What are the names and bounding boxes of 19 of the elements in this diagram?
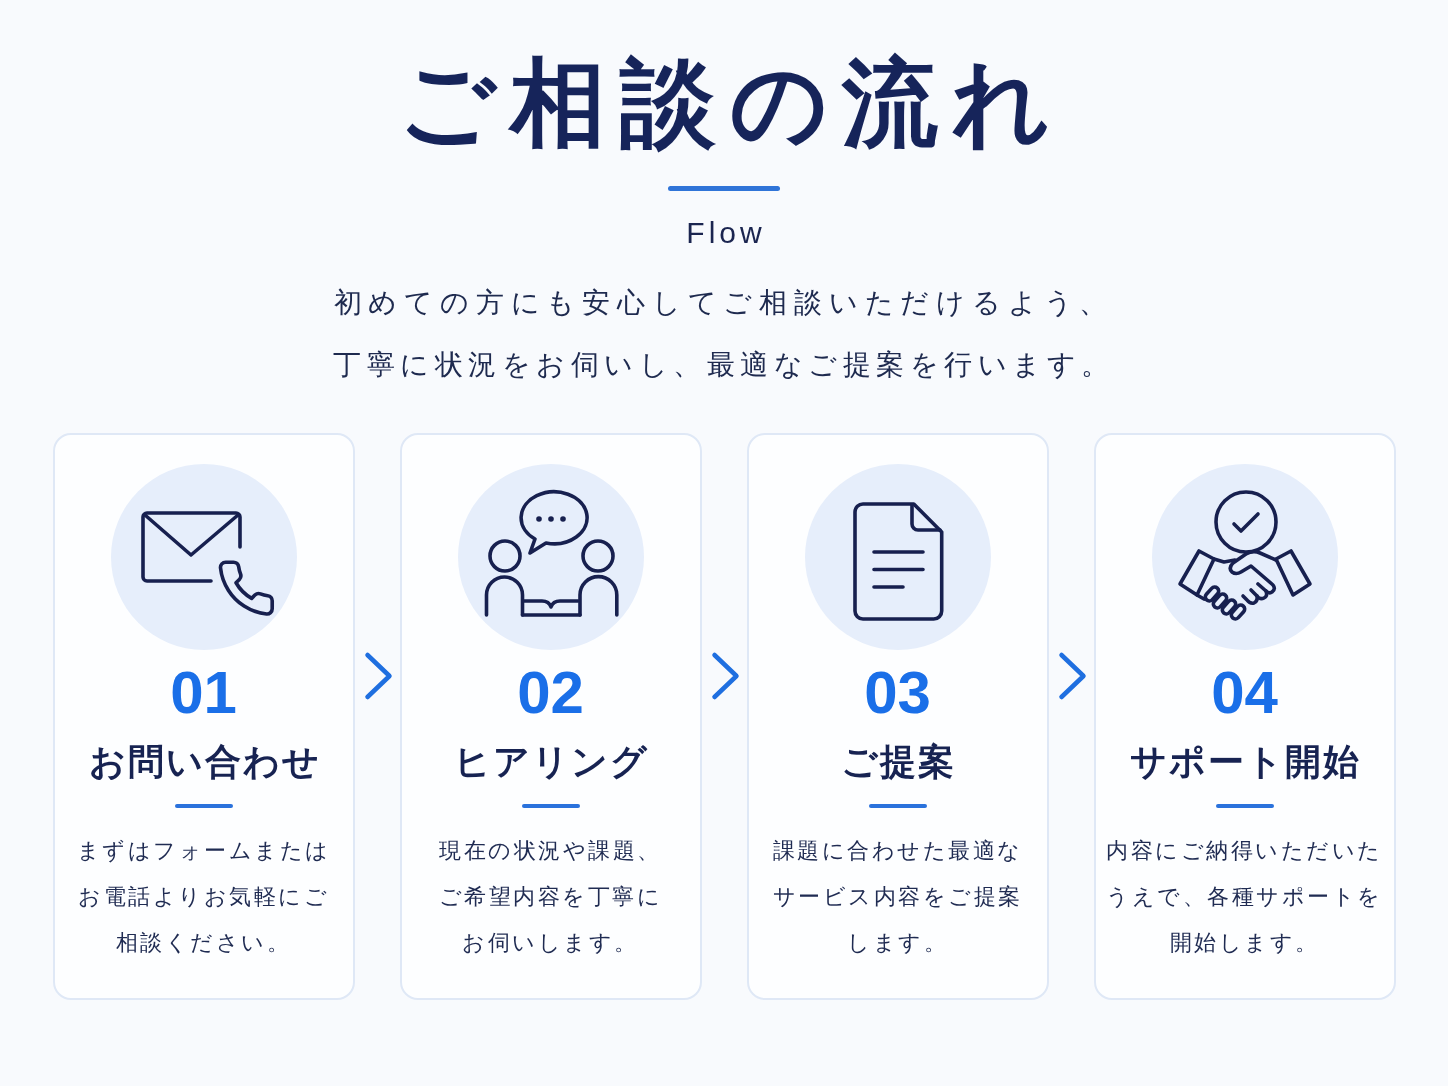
step-description: 現在の状況や課題、ご希望内容を丁寧にお伺いします。 — [437, 837, 664, 957]
step-description: まずはフォームまたはお電話よりお気軽にご相談ください。 — [75, 837, 332, 957]
step-description: 内容にご納得いただいたうえで、各種サポートを開始します。 — [1105, 837, 1384, 957]
step-title: サポート開始 — [1129, 740, 1361, 784]
step-description: 課題に合わせた最適なサービス内容をご提案します。 — [771, 837, 1024, 957]
step-card — [1093, 433, 1396, 1000]
step-card — [746, 433, 1049, 1000]
section-subtitle: Flow — [685, 215, 766, 251]
intro-text: 初めての方にも安心してご相談いただけるよう、丁寧に状況をお伺いし、最適なご提案を行います。 — [332, 286, 1116, 382]
step-number: 02 — [517, 663, 584, 723]
step-number: 04 — [1211, 663, 1278, 723]
step-number: 03 — [864, 663, 931, 723]
step-title: お問い合わせ — [87, 740, 321, 784]
step-title: ヒアリング — [453, 740, 649, 784]
step-number: 01 — [170, 663, 237, 723]
step-card — [52, 433, 355, 1000]
page-title: ご相談の流れ — [397, 48, 1064, 158]
step-card — [399, 433, 702, 1000]
step-title: ご提案 — [840, 740, 956, 784]
